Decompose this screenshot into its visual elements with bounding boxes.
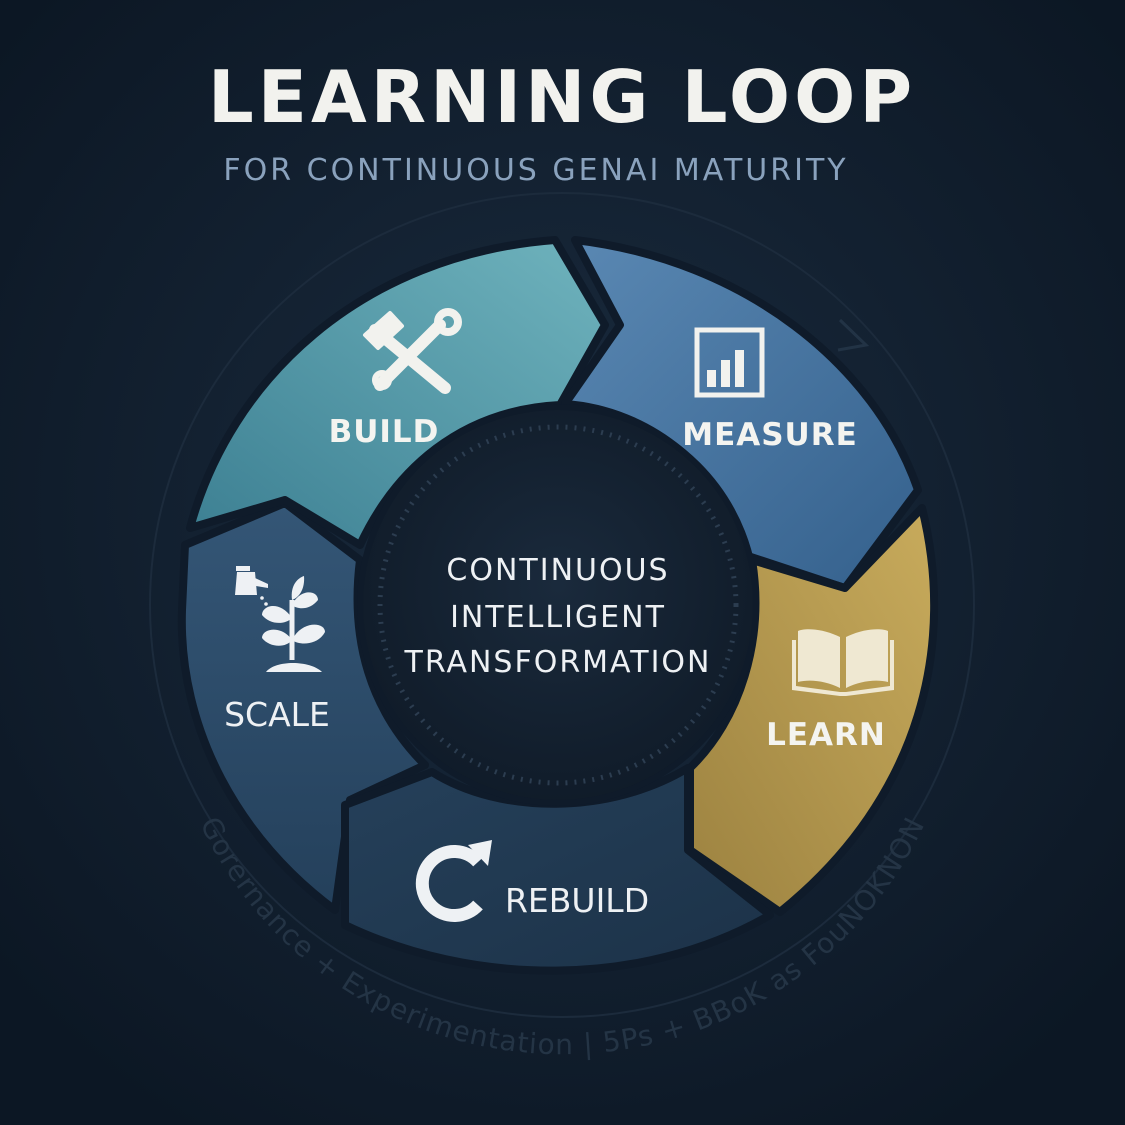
center-line-3: TRANSFORMATION bbox=[404, 645, 712, 680]
center-line-2: INTELLIGENT bbox=[450, 600, 666, 635]
stage-label-build: BUILD bbox=[329, 414, 440, 450]
stage-label-learn: LEARN bbox=[766, 717, 886, 753]
refresh-icon bbox=[415, 840, 492, 922]
stage-label-rebuild: REBUILD bbox=[505, 881, 649, 920]
tools-icon bbox=[363, 308, 462, 394]
center-dotted-ring bbox=[377, 424, 739, 786]
center-disc bbox=[357, 404, 759, 806]
page-subtitle: FOR CONTINUOUS GENAI MATURITY bbox=[223, 153, 848, 188]
stage-label-measure: MEASURE bbox=[682, 417, 858, 453]
open-book-icon bbox=[792, 629, 894, 696]
plant-watering-icon bbox=[235, 566, 325, 672]
stage-label-scale: SCALE bbox=[224, 695, 330, 734]
center-line-1: CONTINUOUS bbox=[446, 553, 669, 588]
bar-chart-icon bbox=[694, 327, 765, 398]
ring-arrow-icon bbox=[837, 318, 870, 352]
outer-ring bbox=[149, 192, 975, 1018]
page-title: LEARNING LOOP bbox=[208, 55, 916, 139]
